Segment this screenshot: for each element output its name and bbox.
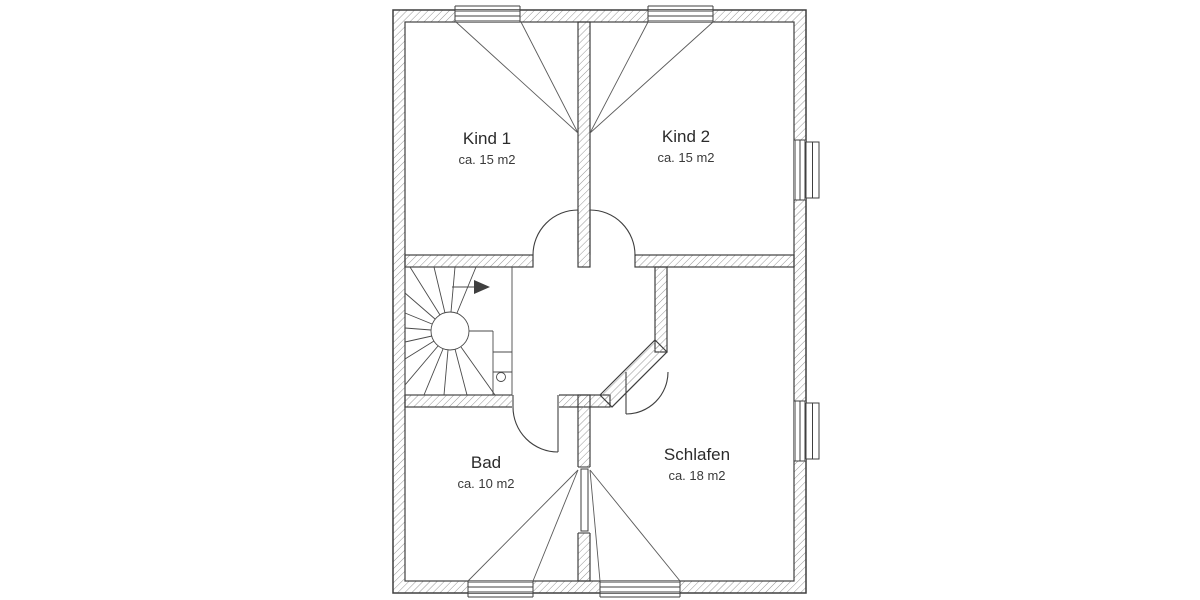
roof-line-schlafen-left (589, 469, 601, 582)
door-arc-schlafen (625, 371, 669, 415)
wall-hall-top-right (634, 254, 795, 268)
wall-center-top (577, 21, 591, 268)
door-arc-bad (512, 406, 559, 453)
door-kind2 (589, 209, 636, 256)
door-arc-kind1 (532, 209, 579, 256)
stair-direction-arrow (452, 280, 490, 294)
stair-newel (496, 372, 506, 382)
window-kind1-top (454, 5, 521, 22)
door-kind1 (532, 209, 579, 256)
staircase (404, 266, 513, 396)
door-center-wall (577, 466, 591, 534)
door-arc-kind2 (589, 209, 636, 256)
window-kind2-right (794, 139, 820, 201)
roof-line-kind1-left (455, 21, 579, 134)
door-opening-bad (512, 394, 559, 408)
window-bad-bottom (467, 581, 534, 598)
wall-hall-right (654, 266, 668, 353)
window-schlafen-bottom (599, 581, 681, 598)
windows (454, 5, 820, 598)
roof-line-bad-right (532, 469, 579, 582)
roof-line-schlafen-right (589, 469, 681, 582)
stair-outline (404, 266, 513, 396)
stair-eye (430, 311, 470, 351)
roof-line-kind2-left (589, 21, 649, 134)
wall-hall-diagonal (599, 339, 668, 408)
interior-walls (404, 21, 795, 582)
window-schlafen-right (794, 400, 820, 462)
wall-hall-top-left (404, 254, 534, 268)
roof-line-bad-left (467, 469, 579, 582)
roof-line-kind1-right (520, 21, 579, 134)
window-kind2-top (647, 5, 714, 22)
door-schlafen (625, 371, 669, 415)
door-bad (512, 406, 559, 453)
outer-walls (392, 9, 807, 594)
roof-line-kind2-right (589, 21, 714, 134)
roof-slope-lines (455, 21, 714, 582)
doors (512, 209, 669, 453)
